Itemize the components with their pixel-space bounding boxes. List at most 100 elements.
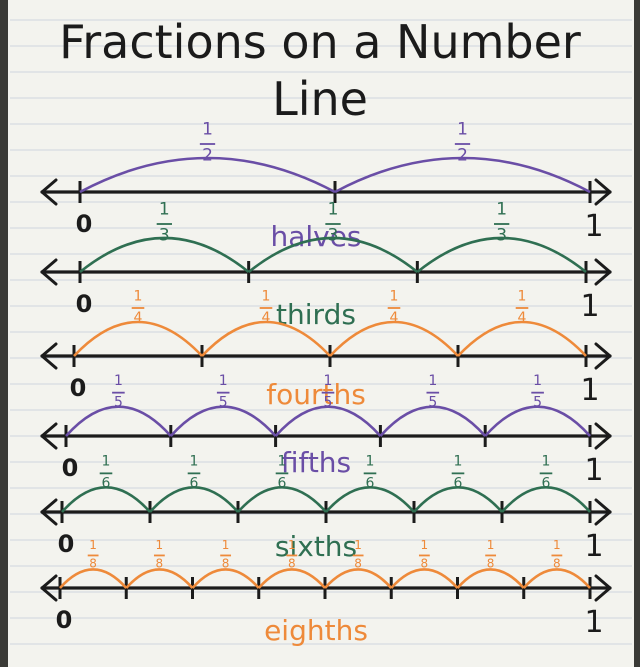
right-arrow-icon [594,498,612,526]
fraction-label: 16 [275,454,289,491]
segment-arc [149,486,239,513]
fraction-label: 13 [325,200,341,245]
one-label: 1 [580,373,599,408]
segment-arc [201,320,331,357]
fraction-numerator: 1 [202,120,213,140]
segment-arc [456,568,525,589]
right-arrow-icon [594,178,612,206]
segment-arc [334,156,591,194]
zero-label: 0 [76,290,93,318]
left-arrow-icon [40,574,58,602]
fraction-label: 15 [216,373,230,411]
left-arrow-icon [40,498,58,526]
segment-arc [484,405,591,437]
fraction-numerator: 1 [487,538,495,552]
title-line-1: Fractions on a Number [59,15,581,69]
fraction-denominator: 6 [542,475,551,491]
segment-arc [416,236,587,274]
fraction-numerator: 1 [324,373,333,389]
fraction-label: 12 [454,120,471,165]
zero-label: 0 [62,454,79,482]
segment-arc [247,236,419,274]
fraction-label: 18 [153,538,165,571]
fraction-label: 18 [286,538,298,571]
segment-arc [379,405,487,437]
one-label: 1 [584,453,603,488]
segment-arc [501,486,591,513]
fraction-denominator: 5 [324,395,333,411]
fraction-denominator: 6 [190,475,199,491]
right-arrow-icon [594,422,612,450]
segment-arc [237,486,327,513]
fraction-denominator: 8 [354,557,362,571]
fraction-denominator: 2 [457,145,468,165]
fraction-label: 18 [485,538,497,571]
fraction-denominator: 6 [278,475,287,491]
fraction-label: 13 [494,200,510,245]
fraction-numerator: 1 [222,538,230,552]
fraction-numerator: 1 [421,538,429,552]
fraction-numerator: 1 [328,200,339,220]
fraction-numerator: 1 [262,288,271,304]
fraction-label: 15 [531,373,544,411]
chart-paper [8,0,634,667]
segment-arc [59,568,128,589]
fraction-numerator: 1 [496,200,507,220]
fraction-numerator: 1 [390,288,399,304]
fraction-denominator: 8 [222,557,230,571]
one-label: 1 [580,289,599,324]
fraction-label: 14 [259,288,273,326]
fraction-label: 15 [321,373,335,411]
fraction-label: 16 [363,454,377,491]
right-arrow-icon [594,258,612,286]
fraction-denominator: 8 [553,557,561,571]
segment-arc [191,568,260,589]
line-name-label: sixths [275,530,357,563]
segment-arc [79,236,250,274]
fraction-denominator: 5 [219,395,228,411]
segment-arc [61,486,151,513]
segment-arc [390,568,459,589]
left-arrow-icon [40,422,58,450]
fraction-label: 18 [220,538,232,571]
fraction-label: 14 [131,288,145,326]
fraction-label: 18 [352,538,364,571]
fraction-denominator: 3 [328,225,339,245]
segment-arc [125,568,194,589]
fraction-numerator: 1 [278,454,287,470]
fraction-label: 15 [426,373,440,411]
fraction-denominator: 5 [428,395,437,411]
zero-label: 0 [70,374,87,402]
fraction-denominator: 8 [156,557,164,571]
segment-arc [257,568,326,589]
zero-label: 0 [58,530,75,558]
fraction-label: 16 [451,454,465,491]
segment-arc [329,320,459,357]
segment-arc [457,320,587,357]
title-line-2: Line [272,72,368,126]
fraction-denominator: 4 [390,310,399,326]
left-arrow-icon [40,258,58,286]
fraction-numerator: 1 [134,288,143,304]
segment-arc [169,405,277,437]
fraction-numerator: 1 [159,200,170,220]
left-arrow-icon [40,178,58,206]
fraction-numerator: 1 [542,454,551,470]
line-name-label: fifths [281,446,351,479]
fraction-numerator: 1 [190,454,199,470]
fraction-denominator: 8 [89,557,97,571]
fraction-denominator: 2 [202,145,213,165]
segment-arc [324,568,393,589]
fraction-denominator: 3 [496,225,507,245]
one-label: 1 [584,605,603,640]
fraction-denominator: 8 [288,557,296,571]
fraction-denominator: 5 [533,395,542,411]
fraction-label: 18 [87,538,99,571]
fraction-denominator: 3 [159,225,170,245]
segment-arc [325,486,415,513]
